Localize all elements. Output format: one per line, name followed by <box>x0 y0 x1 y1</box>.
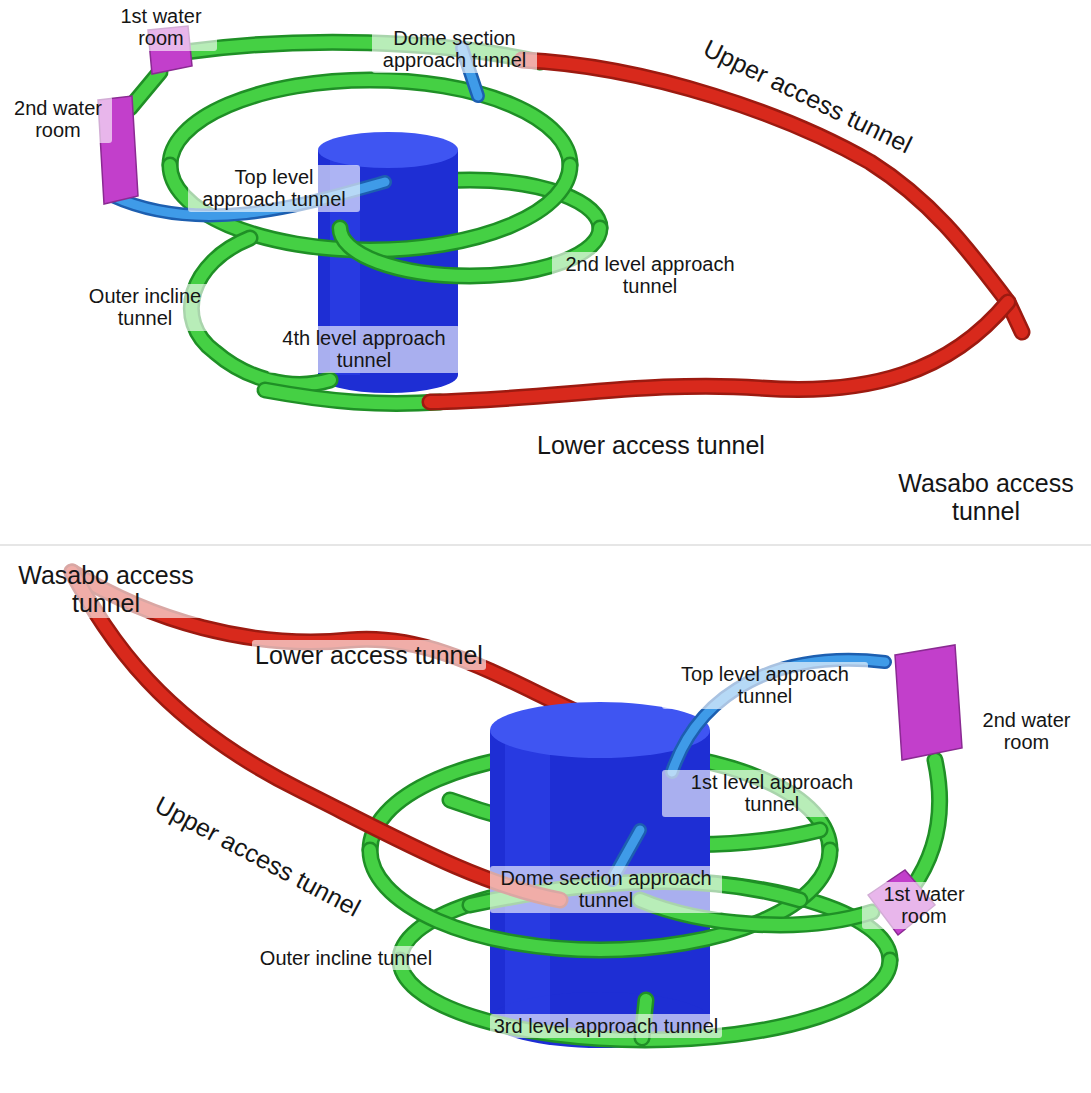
tunnel-tube <box>170 165 570 250</box>
tunnel-label: Wasabo access tunnel <box>8 560 204 618</box>
tunnel-label: Top level approach tunnel <box>662 662 868 709</box>
tunnel-label: 2nd water room <box>968 708 1085 755</box>
tunnel-tube <box>130 72 160 108</box>
tunnel-label: Top level approach tunnel <box>188 165 360 212</box>
tunnel-tube <box>430 302 1008 402</box>
tunnel-tube <box>72 572 560 900</box>
tunnel-tube <box>912 760 940 888</box>
tunnel-label: 2nd water room <box>4 96 112 143</box>
tunnel-label: Dome section approach tunnel <box>372 26 537 73</box>
tunnel-label: 4th level approach tunnel <box>268 326 460 373</box>
divider-line <box>0 544 1091 546</box>
tunnel-label: Lower access tunnel <box>534 430 768 460</box>
tunnel-label: Upper access tunnel <box>148 788 369 924</box>
tunnel-tube <box>522 60 1022 332</box>
tunnel-tube <box>912 760 940 888</box>
tunnel-tube <box>430 302 1008 402</box>
tunnel-label: Upper access tunnel <box>696 31 919 161</box>
tunnel-label: Lower access tunnel <box>252 640 486 670</box>
cylinder-top <box>318 132 458 168</box>
tunnel-tube <box>400 960 890 1040</box>
tunnel-tube <box>400 960 890 1040</box>
tunnel-tube <box>522 60 1022 332</box>
tunnel-tube <box>170 165 570 250</box>
tunnel-tube <box>265 390 440 404</box>
tunnel-label: Dome section approach tunnel <box>490 866 722 913</box>
tunnel-label: Wasabo access tunnel <box>888 468 1084 526</box>
tunnel-label: Outer incline tunnel <box>246 946 446 970</box>
tunnel-label: 1st water room <box>862 882 986 929</box>
tunnel-tube <box>130 72 160 108</box>
tunnel-tube <box>265 390 440 404</box>
tunnel-label: 2nd level approach tunnel <box>552 252 748 299</box>
tunnel-label: 3rd level approach tunnel <box>490 1014 722 1038</box>
tunnel-label: 1st level approach tunnel <box>662 770 882 817</box>
water-room <box>895 645 962 760</box>
tunnel-tube <box>72 572 560 900</box>
tunnel-label: Outer incline tunnel <box>78 284 212 331</box>
tunnel-label: 1st water room <box>105 4 217 51</box>
